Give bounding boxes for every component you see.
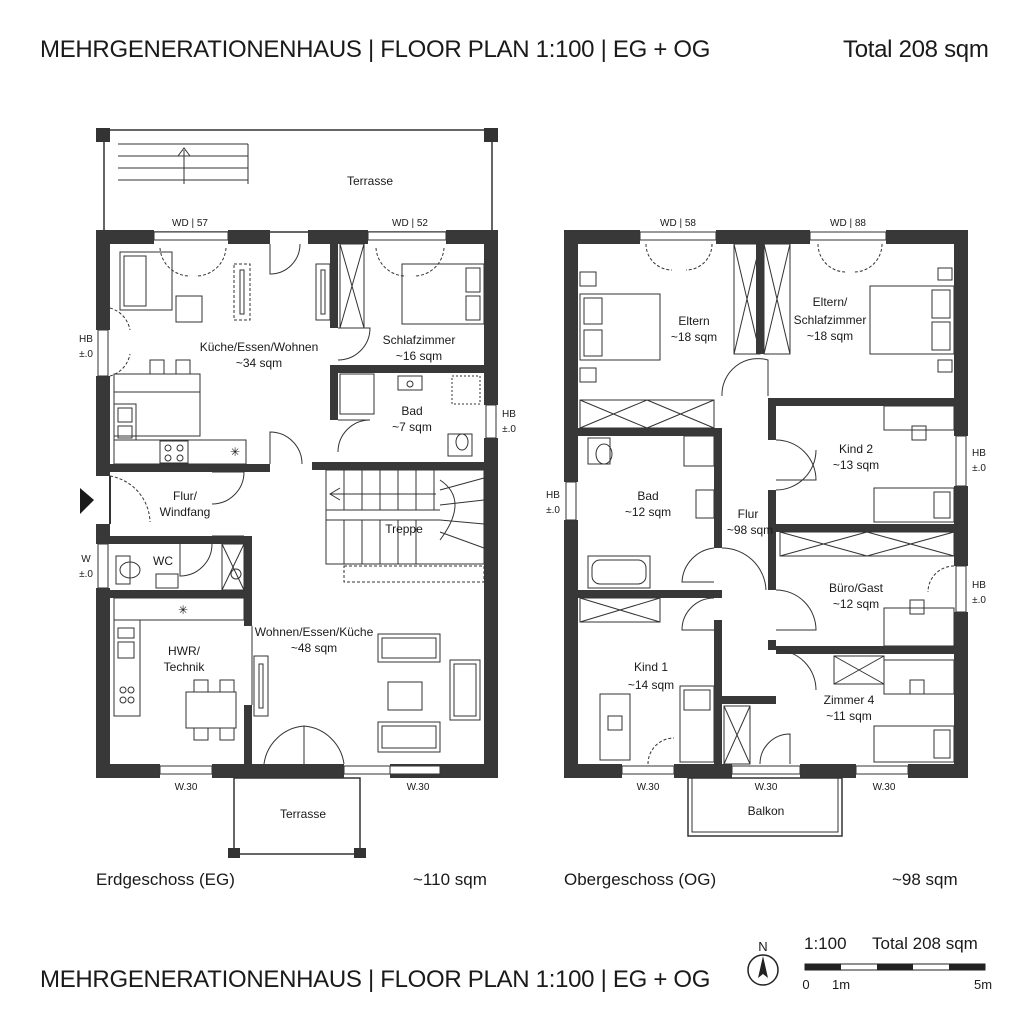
og-zimmer4-name: Zimmer 4 [824,693,875,707]
eg-hb-left-val: ±.0 [79,349,93,360]
eg-living-name: Wohnen/Essen/Küche [255,625,374,639]
eg-kitchen-area: ~34 sqm [236,356,282,370]
og-hb-r2: HB [972,580,986,591]
og-hb-r1-val: ±.0 [972,463,986,474]
og-hb-r1: HB [972,448,986,459]
eg-terrace-bottom-label: Terrasse [280,807,326,821]
eg-window-bl: W.30 [175,782,198,793]
og-master-1: Eltern/ [813,295,848,309]
scale-label: 1:100 [804,934,847,953]
entrance-arrow [80,488,94,514]
eg-stairs-label: Treppe [385,522,423,536]
eg-hall-name-1: Flur/ [173,489,198,503]
eg-w-left-val: ±.0 [79,569,93,580]
og-bath-name: Bad [637,489,658,503]
og-window-tl: WD | 58 [660,218,696,229]
og-furniture [579,243,955,765]
og-window-bm: W.30 [755,782,778,793]
og-hall-name: Flur [738,507,759,521]
scale-bar: 0 1m 5m [802,963,992,992]
eg-wc-label: WC [153,554,173,568]
eg-kitchen-name: Küche/Essen/Wohnen [200,340,319,354]
footer-total: Total 208 sqm [872,934,978,953]
eg-windows [97,231,497,775]
eg-bedroom-area: ~16 sqm [396,349,442,363]
eg-bath-area: ~7 sqm [392,420,432,434]
og-kind1-area: ~14 sqm [628,678,674,692]
eg-terrace-bottom [233,777,361,855]
page-title: MEHRGENERATIONENHAUS | FLOOR PLAN 1:100 … [40,36,711,63]
og-master-area: ~18 sqm [807,329,853,343]
eg-terrace-top-label: Terrasse [347,174,393,188]
og-eltern-name: Eltern [678,314,709,328]
og-outer-walls [564,230,968,778]
og-hb-left: HB [546,490,560,501]
og-kind2-name: Kind 2 [839,442,873,456]
eg-living-area: ~48 sqm [291,641,337,655]
eg-window-tl: WD | 57 [172,218,208,229]
eg-doors [109,243,445,765]
eg-bath-name: Bad [401,404,422,418]
scale-1m: 1m [832,977,850,992]
total-area: Total 208 sqm [843,36,989,63]
og-window-bl: W.30 [637,782,660,793]
eg-plan: ✳ [80,128,498,858]
eg-bedroom-name: Schlafzimmer [383,333,456,347]
north-arrow: N [747,939,779,986]
eg-hb-right: HB [502,409,516,420]
svg-text:N: N [758,939,767,954]
og-kind2-area: ~13 sqm [833,458,879,472]
og-master-2: Schlafzimmer [794,313,867,327]
og-window-br: W.30 [873,782,896,793]
og-window-tr: WD | 88 [830,218,866,229]
og-hb-r2-val: ±.0 [972,595,986,606]
eg-hb-left: HB [79,334,93,345]
eg-stairs [325,469,485,583]
og-labels: WD | 58 WD | 88 HB ±.0 HB ±.0 HB ±.0 Elt… [546,218,986,818]
eg-window-tr: WD | 52 [392,218,428,229]
svg-text:✳: ✳ [230,445,240,459]
eg-hwr-1: HWR/ [168,644,201,658]
og-bath-area: ~12 sqm [625,505,671,519]
og-windows [565,231,967,775]
og-balcony-label: Balkon [748,804,785,818]
og-buero-name: Büro/Gast [829,581,884,595]
eg-window-br: W.30 [407,782,430,793]
scale-5m: 5m [974,977,992,992]
eg-labels: Terrasse WD | 57 WD | 52 HB ±.0 HB ±.0 W… [79,174,516,821]
eg-floor-name: Erdgeschoss (EG) [96,870,235,889]
og-floor-name: Obergeschoss (OG) [564,870,717,889]
og-kind1-name: Kind 1 [634,660,668,674]
og-plan [564,230,968,837]
svg-text:✳: ✳ [178,603,188,617]
eg-floor-area: ~110 sqm [413,870,487,889]
og-hb-left-val: ±.0 [546,505,560,516]
scale-0: 0 [802,977,809,992]
og-eltern-area: ~18 sqm [671,330,717,344]
eg-furniture: ✳ [113,243,485,753]
eg-hwr-2: Technik [164,660,206,674]
eg-hb-right-val: ±.0 [502,424,516,435]
og-buero-area: ~12 sqm [833,597,879,611]
terrace-steps [118,143,249,184]
og-hall-area: ~98 sqm [727,523,773,537]
footer-title: MEHRGENERATIONENHAUS | FLOOR PLAN 1:100 … [40,966,711,993]
eg-outer-walls [96,230,498,778]
og-inner-walls [578,398,954,764]
og-zimmer4-area: ~11 sqm [826,709,871,723]
eg-terrace-top [103,129,493,233]
eg-w-left: W [81,554,91,565]
eg-hall-name-2: Windfang [160,505,211,519]
og-floor-area: ~98 sqm [892,870,958,889]
eg-inner-walls [110,244,488,764]
